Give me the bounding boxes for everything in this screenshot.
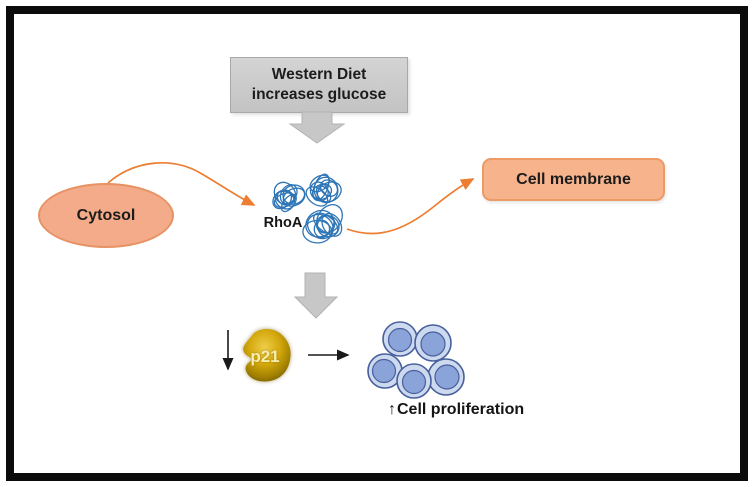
cell-proliferation-label: ↑Cell proliferation: [388, 401, 524, 419]
rhoa-label: RhoA: [263, 215, 303, 231]
cytosol-ellipse: Cytosol: [38, 183, 174, 248]
western-diet-line1: Western Diet: [271, 65, 367, 83]
p21-label: p21: [250, 347, 280, 366]
western-diet-box: Western Diet increases glucose: [230, 57, 408, 113]
cell-membrane-box: Cell membrane: [482, 158, 665, 201]
cell-membrane-label: Cell membrane: [516, 170, 631, 188]
cell-proliferation-text: Cell proliferation: [397, 401, 525, 418]
cytosol-label: Cytosol: [76, 206, 136, 224]
western-diet-line2: increases glucose: [251, 86, 387, 103]
up-arrow-glyph: ↑: [388, 401, 396, 418]
